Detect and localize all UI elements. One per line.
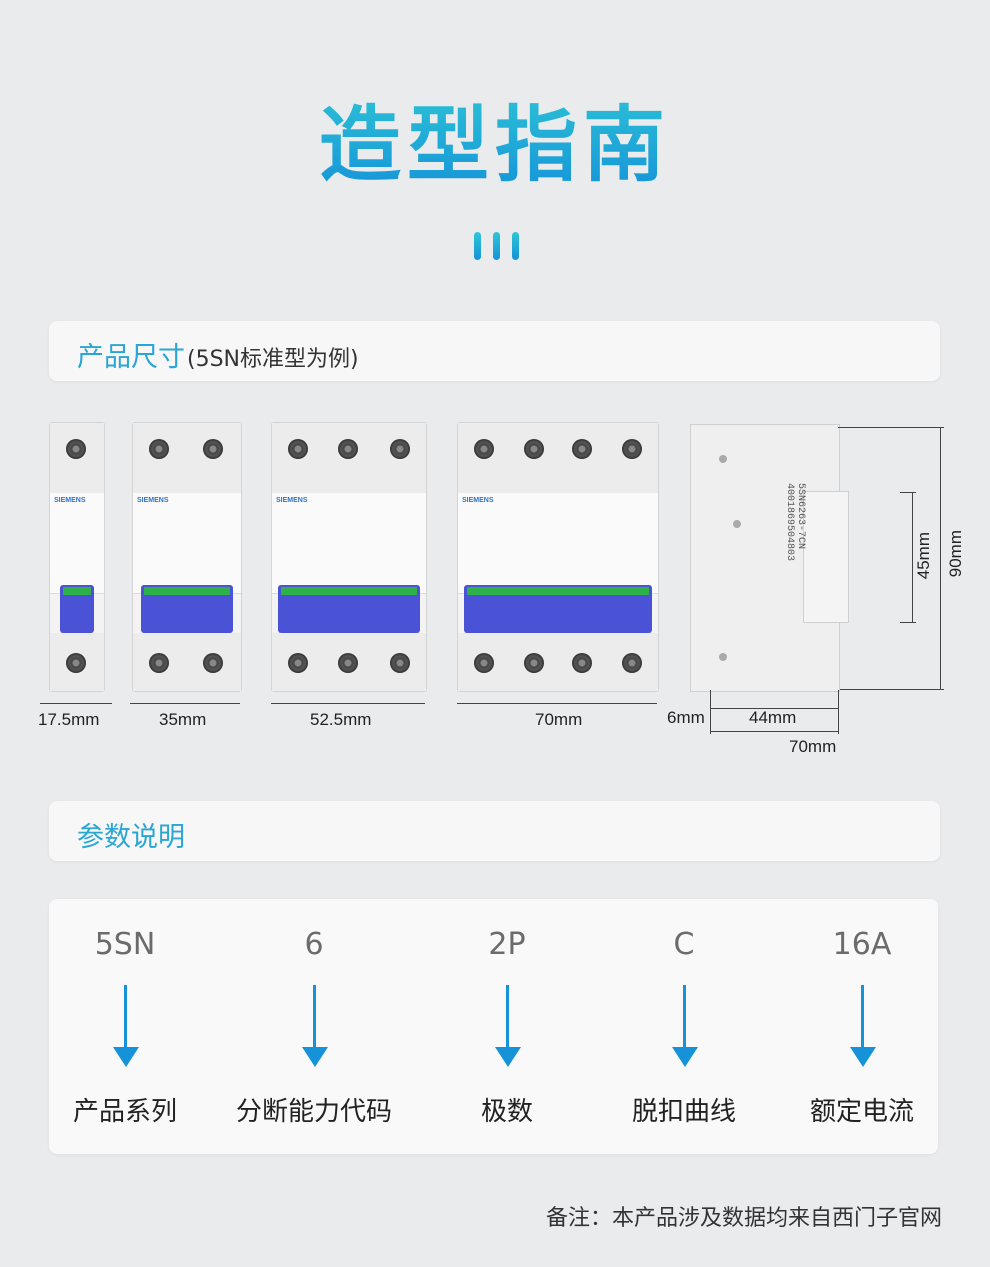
- param-meaning: 分断能力代码: [235, 1097, 392, 1127]
- breaker-3p-image: SIEMENS: [271, 422, 427, 692]
- arrow-down-icon: [495, 1047, 521, 1067]
- dimensions-section-header: 产品尺寸(5SN标准型为例): [49, 321, 940, 381]
- params-panel: 5SN 产品系列 6 分断能力代码 2P 极数 C 脱扣曲线 16A 额定电流: [49, 899, 938, 1154]
- arrow-down-icon: [672, 1047, 698, 1067]
- side-label-text: 5SN6263-7CN 4001869504803: [784, 483, 806, 562]
- param-code: 2P: [488, 927, 526, 962]
- param-meaning: 脱扣曲线: [631, 1097, 736, 1127]
- breaker-side-view-image: 5SN6263-7CN 4001869504803: [690, 424, 849, 692]
- depth-body: 44mm: [749, 708, 797, 727]
- param-code: 5SN: [94, 927, 156, 962]
- params-title: 参数说明: [77, 822, 185, 853]
- arrow-down-icon: [302, 1047, 328, 1067]
- depth-total: 70mm: [789, 737, 837, 756]
- brand-label: SIEMENS: [54, 497, 86, 504]
- arrow-down-icon: [113, 1047, 139, 1067]
- width-3p: 52.5mm: [310, 710, 372, 729]
- dimensions-title: 产品尺寸: [77, 342, 185, 373]
- dimensions-subtitle: (5SN标准型为例): [187, 347, 359, 372]
- param-code: 6: [304, 927, 324, 962]
- breaker-4p-image: SIEMENS: [457, 422, 659, 692]
- params-section-header: 参数说明: [49, 801, 940, 861]
- breaker-1p-image: SIEMENS: [49, 422, 105, 692]
- width-4p: 70mm: [535, 710, 583, 729]
- param-code: C: [673, 927, 695, 962]
- param-code: 16A: [832, 927, 892, 962]
- width-1p: 17.5mm: [38, 710, 100, 729]
- height-step: 45mm: [914, 532, 933, 580]
- page-title: 造型指南: [0, 78, 990, 197]
- height-total: 90mm: [946, 530, 965, 578]
- decorative-bars: [474, 232, 519, 260]
- width-2p: 35mm: [159, 710, 207, 729]
- arrow-down-icon: [850, 1047, 876, 1067]
- param-meaning: 额定电流: [809, 1097, 914, 1127]
- footer-note: 备注：本产品涉及数据均来自西门子官网: [545, 1206, 942, 1231]
- param-meaning: 产品系列: [72, 1097, 177, 1127]
- param-meaning: 极数: [480, 1097, 533, 1127]
- breaker-2p-image: SIEMENS: [132, 422, 242, 692]
- depth-front: 6mm: [667, 708, 705, 727]
